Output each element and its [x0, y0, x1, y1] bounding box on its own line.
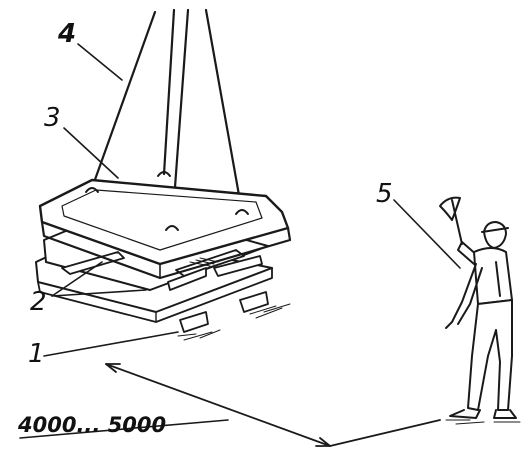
lifting-loop [165, 225, 179, 231]
label-1: 1 [28, 339, 45, 369]
dimension-text: 4000... 5000 [17, 413, 166, 437]
signal-worker [439, 196, 521, 425]
leader-lines [19, 43, 461, 439]
leader-dimension [19, 419, 229, 439]
timber-support-right [239, 291, 269, 313]
timber-support-left [179, 311, 209, 333]
lifting-loop [85, 187, 99, 193]
leader-4 [77, 43, 123, 81]
label-2: 2 [30, 287, 47, 317]
leader-2b [51, 289, 147, 297]
leader-3 [63, 127, 119, 179]
dimension-line [105, 363, 441, 447]
leader-1 [43, 331, 179, 357]
lifting-loop [157, 171, 171, 177]
top-slab [38, 171, 292, 280]
lifting-loop [235, 209, 249, 215]
label-3: 3 [44, 103, 61, 133]
label-5: 5 [376, 179, 393, 209]
leader-2a [51, 261, 103, 297]
leader-5 [393, 199, 461, 269]
slings [90, 8, 244, 230]
label-4: 4 [57, 19, 76, 49]
signal-flag [439, 196, 461, 221]
